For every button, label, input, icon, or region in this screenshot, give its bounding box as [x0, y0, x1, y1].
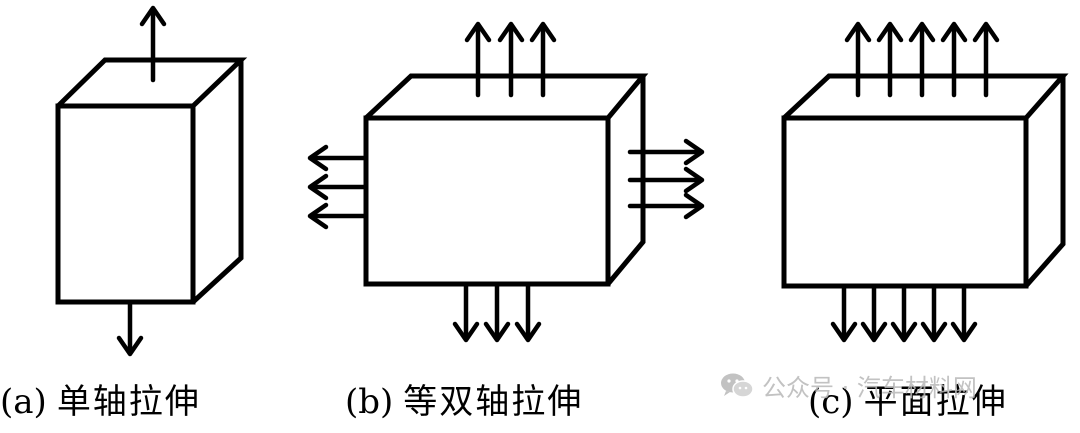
arrows-b [307, 21, 705, 343]
caption-a-label: (a) [0, 382, 47, 422]
block-a-top-face [56, 57, 248, 108]
caption-a: (a)单轴拉伸 [0, 385, 201, 419]
block-a-side-face [191, 60, 244, 304]
caption-c: (c)平面拉伸 [808, 385, 1008, 419]
arrow-a-down-head [116, 335, 144, 357]
caption-b-text: 等双轴拉伸 [403, 382, 584, 422]
block-b-front-face [363, 115, 611, 287]
arrows-c [830, 21, 1000, 343]
block-b-side-face [606, 76, 646, 286]
block-c-front-face [781, 115, 1029, 289]
block-c-side-face [1024, 76, 1066, 288]
watermark: 公众号 · 汽车材料网 [720, 368, 977, 403]
caption-b: (b)等双轴拉伸 [345, 385, 583, 419]
block-c [781, 73, 1069, 289]
arrow-a-up-head [139, 5, 167, 27]
arrows-a [116, 5, 167, 357]
block-c-top-face [782, 73, 1069, 120]
wechat-icon [720, 372, 754, 400]
caption-a-text: 单轴拉伸 [56, 382, 201, 422]
block-b [363, 73, 649, 287]
block-a-front-face [55, 103, 196, 305]
block-b-top-face [364, 73, 649, 120]
caption-c-label: (c) [808, 382, 854, 422]
caption-c-text: 平面拉伸 [863, 382, 1008, 422]
block-a [55, 57, 248, 305]
caption-b-label: (b) [345, 382, 394, 422]
watermark-text: 公众号 · 汽车材料网 [762, 374, 977, 402]
